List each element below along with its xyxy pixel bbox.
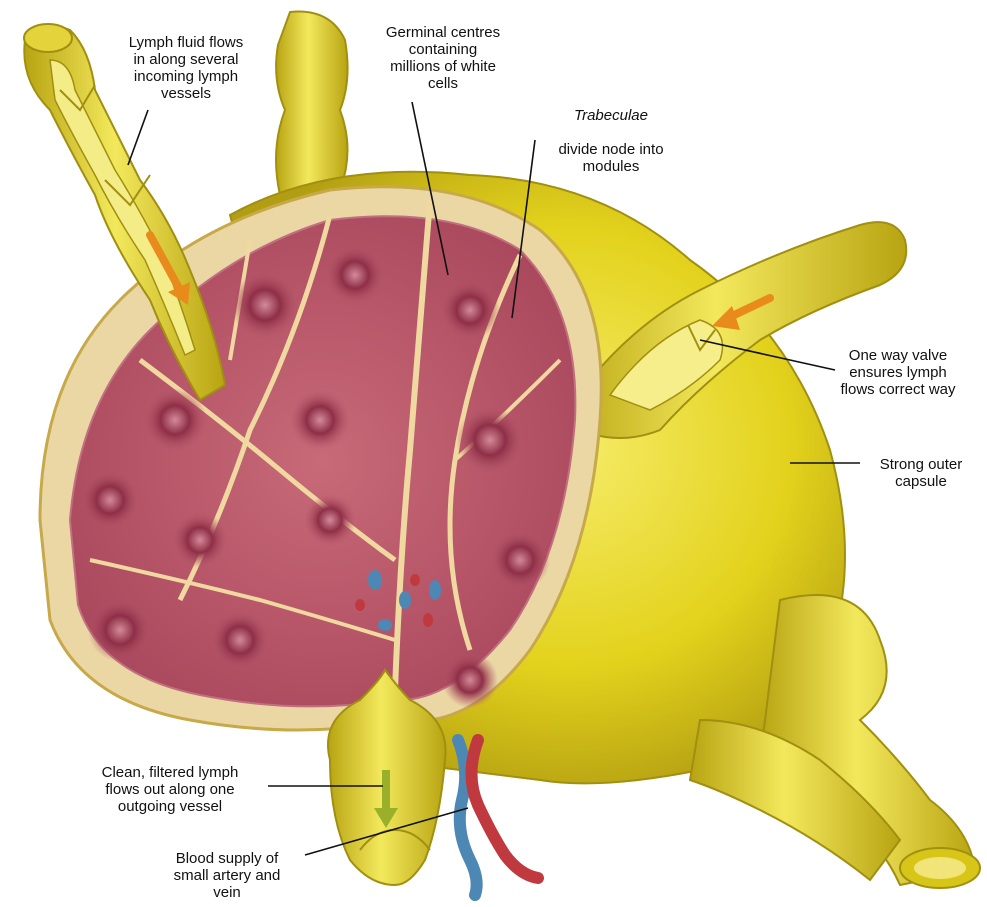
germinal-centre [440,280,500,340]
label-blood-supply: Blood supply of small artery and vein [150,850,304,901]
label-trabeculae-term: Trabeculae [574,107,648,124]
label-incoming-vessels: Lymph fluid flows in along several incom… [112,34,260,102]
germinal-centre [143,388,207,452]
germinal-centre [456,406,524,474]
germinal-centre [80,470,140,530]
label-one-way-valve: One way valve ensures lymph flows correc… [818,347,978,398]
germinal-centre [88,598,152,662]
label-outer-capsule: Strong outer capsule [868,456,974,490]
label-outgoing-vessel: Clean, filtered lymph flows out along on… [74,764,266,815]
germinal-centre [172,512,228,568]
leader-incoming [128,110,148,165]
node-cross-section [40,187,601,730]
label-germinal-centres: Germinal centres containing millions of … [356,24,530,92]
germinal-centre [231,271,299,339]
germinal-centre [490,530,550,590]
label-trabeculae: Trabeculae divide node into modules [538,90,684,175]
germinal-centre [304,494,356,546]
germinal-centre [210,610,270,670]
germinal-centre [442,652,498,708]
vessel-opening [24,24,72,52]
label-trabeculae-desc: divide node into modules [558,141,663,175]
germinal-centre [325,245,385,305]
top-vessel [276,12,348,195]
germinal-centre [290,390,350,450]
